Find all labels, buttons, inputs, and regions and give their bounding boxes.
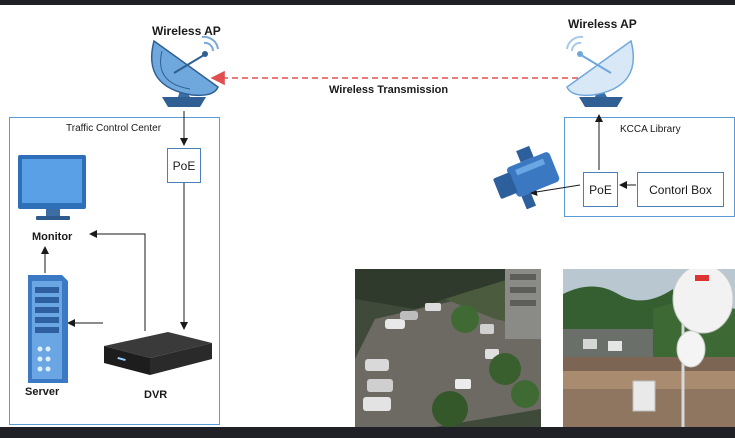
poe-right-label: PoE: [589, 182, 612, 197]
poe-box-right: PoE: [583, 172, 618, 207]
poe-box-left: PoE: [167, 148, 201, 183]
poe-to-camera-arrow: [529, 184, 581, 196]
dvr-label: DVR: [144, 389, 168, 401]
rooftop-antenna-image: [563, 269, 735, 427]
parking-lot-photo: [355, 269, 541, 427]
dish-icon-right: [566, 35, 635, 107]
transmission-label: Wireless Transmission: [329, 84, 449, 96]
tcc-label: Traffic Control Center: [66, 123, 162, 134]
dvr-to-monitor-arrow: [89, 230, 146, 331]
poe-left-label: PoE: [172, 158, 196, 173]
monitor-icon: [18, 155, 86, 220]
rooftop-antenna-photo: [563, 269, 735, 427]
dish-icon-left: [150, 35, 219, 107]
network-diagram: PoE PoE Contorl Box Wireless AP Wireless…: [0, 5, 735, 427]
server-label: Server: [25, 386, 60, 398]
monitor-label: Monitor: [32, 231, 73, 243]
server-icon: [28, 275, 68, 383]
connectors: [41, 70, 636, 331]
control-box-label: Contorl Box: [649, 182, 712, 197]
control-box: Contorl Box: [637, 172, 724, 207]
parking-lot-image: [355, 269, 541, 427]
kcca-label: KCCA Library: [620, 124, 681, 135]
ap-left-label: Wireless AP: [152, 24, 221, 38]
ap-right-label: Wireless AP: [568, 17, 637, 31]
camera-icon: [493, 145, 560, 210]
dvr-icon: [104, 332, 212, 375]
